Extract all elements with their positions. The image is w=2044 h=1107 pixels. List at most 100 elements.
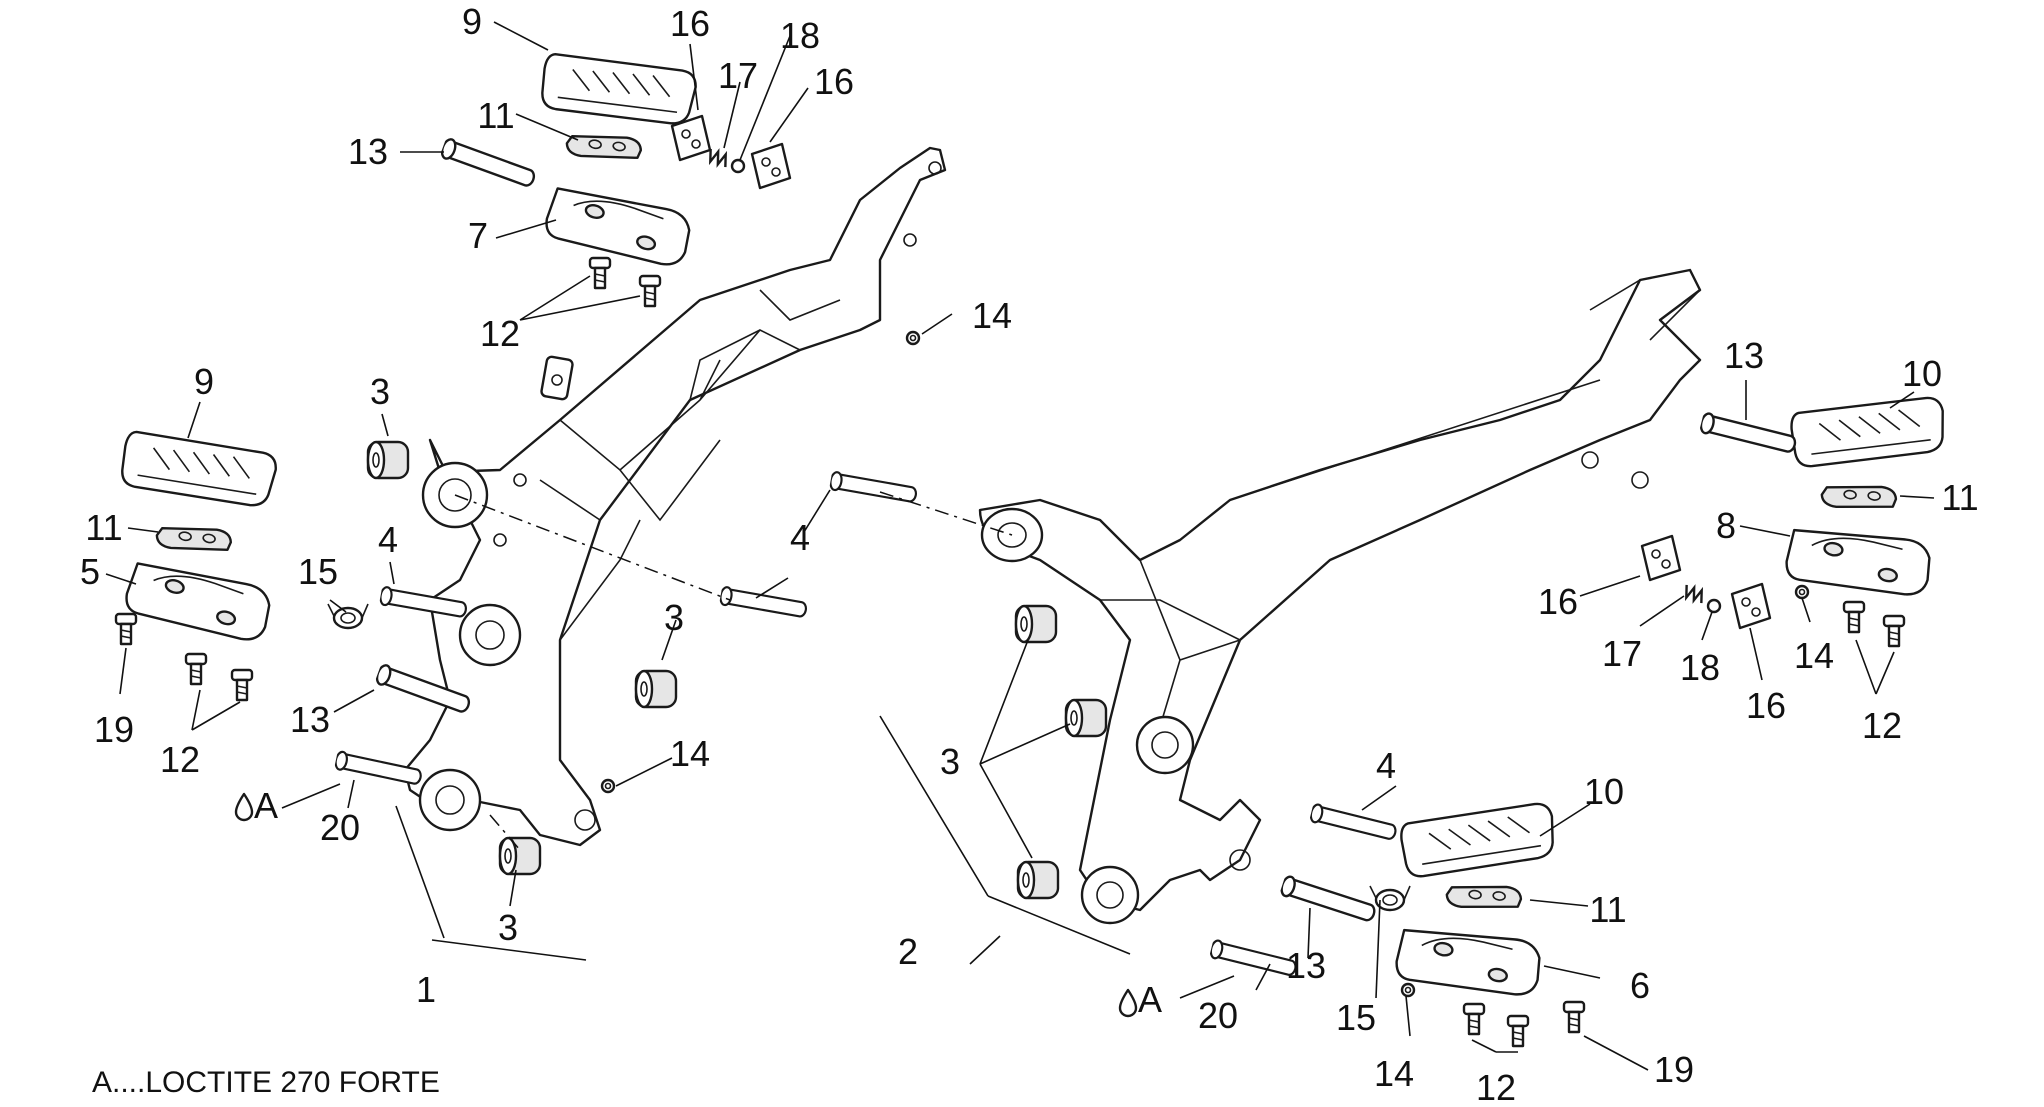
pin-20-b <box>1208 938 1299 979</box>
clip-14-b <box>600 778 616 794</box>
pin-13-d <box>1278 873 1379 925</box>
callout-11: 11 <box>1941 477 1978 518</box>
callout-12: 12 <box>1862 705 1902 746</box>
bushing-3-e <box>1064 698 1108 738</box>
assembly-axis-lines <box>454 491 1013 851</box>
bolt-12-a <box>588 256 612 290</box>
bushing-3-b <box>634 669 678 709</box>
bushing-3-c <box>498 836 542 876</box>
bolt-12-c <box>184 652 208 686</box>
callout-1: 1 <box>416 969 436 1010</box>
plate-11-b <box>153 518 234 560</box>
plate-11-c <box>1819 477 1899 517</box>
pin-13-c <box>1698 411 1799 457</box>
callout-16: 16 <box>670 3 710 44</box>
bushing-3-d <box>1014 604 1058 644</box>
callout-17: 17 <box>1602 633 1642 674</box>
pin-20-a <box>333 749 424 788</box>
callout-11: 11 <box>85 507 122 548</box>
callout-4: 4 <box>790 517 810 558</box>
plate-11-d <box>1444 877 1524 917</box>
callout-11: 11 <box>477 95 514 136</box>
callout-16: 16 <box>814 61 854 102</box>
lockplate-16-b <box>750 142 792 190</box>
callout-13: 13 <box>290 699 330 740</box>
callout-14: 14 <box>1374 1053 1414 1094</box>
callout-3: 3 <box>664 597 684 638</box>
callout-4: 4 <box>1376 745 1396 786</box>
adhesive-a-left: A <box>254 785 278 826</box>
callout-19: 19 <box>1654 1049 1694 1090</box>
callout-11: 11 <box>1589 889 1626 930</box>
callout-19: 19 <box>94 709 134 750</box>
bolt-19-b <box>1562 1000 1586 1034</box>
spring-17-a <box>705 147 731 169</box>
bushing-3-f <box>1016 860 1060 900</box>
clip-14-a <box>905 330 921 346</box>
clip-14-d <box>1400 982 1416 998</box>
bracket-5 <box>121 551 277 650</box>
callout-16: 16 <box>1746 685 1786 726</box>
torsion-spring-15-a <box>326 602 370 630</box>
bracket-6 <box>1392 918 1546 1003</box>
torsion-spring-15-b <box>1368 884 1412 912</box>
lockplate-16-c <box>1640 534 1682 582</box>
plate-11-a <box>563 126 644 168</box>
bracket-7 <box>541 176 697 275</box>
callout-12: 12 <box>160 739 200 780</box>
bracket-piece-top <box>540 355 574 401</box>
callout-14: 14 <box>972 295 1012 336</box>
footpeg-9-top <box>536 45 700 134</box>
callout-3: 3 <box>940 741 960 782</box>
leader-lines <box>105 21 1935 1071</box>
callout-13: 13 <box>1286 945 1326 986</box>
callout-14: 14 <box>670 733 710 774</box>
callout-13: 13 <box>348 131 388 172</box>
callout-5: 5 <box>80 551 100 592</box>
callout-16: 16 <box>1538 581 1578 622</box>
callout-12: 12 <box>1476 1067 1516 1107</box>
callout-9: 9 <box>194 361 214 402</box>
callout-2: 2 <box>898 931 918 972</box>
pin-13-a <box>438 136 538 191</box>
callout-18: 18 <box>780 15 820 56</box>
footpeg-10-lower <box>1398 801 1558 880</box>
spring-17-b <box>1681 583 1707 605</box>
footpeg-10-upper <box>1788 395 1948 469</box>
pin-4-b <box>718 585 809 621</box>
callout-4: 4 <box>378 519 398 560</box>
callout-12: 12 <box>480 313 520 354</box>
clip-14-c <box>1794 584 1810 600</box>
bolt-19-a <box>114 612 138 646</box>
callout-3: 3 <box>498 907 518 948</box>
callout-8: 8 <box>1716 505 1736 546</box>
pin-4-d <box>1308 802 1399 843</box>
bolt-12-f <box>1882 614 1906 648</box>
bushing-3-a <box>366 440 410 480</box>
callout-6: 6 <box>1630 965 1650 1006</box>
callout-20: 20 <box>320 807 360 848</box>
right-footrest-bracket <box>978 268 1702 925</box>
ball-18-a <box>730 158 746 174</box>
callout-7: 7 <box>468 215 488 256</box>
bolt-12-b <box>638 274 662 308</box>
callout-18: 18 <box>1680 647 1720 688</box>
bolt-12-h <box>1506 1014 1530 1048</box>
bolt-12-g <box>1462 1002 1486 1036</box>
adhesive-a-right: A <box>1138 979 1162 1020</box>
callout-15: 15 <box>1336 997 1376 1038</box>
callout-10: 10 <box>1584 771 1624 812</box>
callout-17: 17 <box>718 55 758 96</box>
lockplate-16-d <box>1730 582 1772 630</box>
bolt-12-d <box>230 668 254 702</box>
callout-13: 13 <box>1724 335 1764 376</box>
bolt-12-e <box>1842 600 1866 634</box>
callout-labels: 9 16 18 17 16 11 13 7 12 14 9 3 11 5 4 1… <box>80 1 1979 1107</box>
footpeg-9-left <box>116 423 280 516</box>
callout-9: 9 <box>462 1 482 42</box>
adhesive-drop-icon <box>234 792 1138 1018</box>
footnote-loctite: A....LOCTITE 270 FORTE <box>92 1066 440 1099</box>
ball-18-b <box>1706 598 1722 614</box>
callout-15: 15 <box>298 551 338 592</box>
